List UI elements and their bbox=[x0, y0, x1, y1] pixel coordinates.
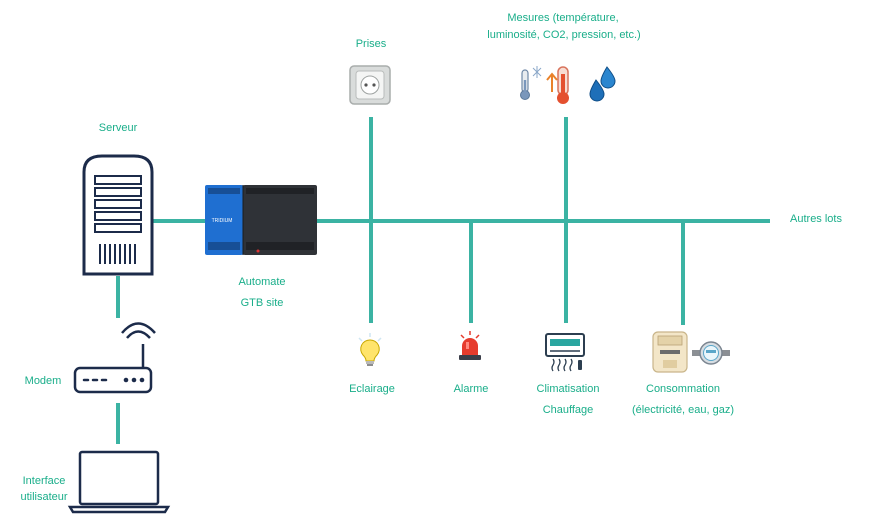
autres-lots-label: Autres lots bbox=[790, 213, 842, 225]
thermometer-icon bbox=[520, 66, 542, 100]
eclairage-label: Eclairage bbox=[349, 383, 395, 395]
modem-label: Modem bbox=[24, 375, 62, 387]
water-meter-icon bbox=[692, 341, 730, 365]
climatisation-label: Climatisation bbox=[536, 383, 600, 395]
automate-label: Automate bbox=[238, 276, 286, 288]
controller-brand-text: TRIDIUM bbox=[212, 218, 233, 224]
controller-icon: TRIDIUM bbox=[205, 185, 317, 255]
server-icon bbox=[82, 154, 154, 276]
electric-meter-icon bbox=[652, 331, 688, 373]
interface-label-line2: utilisateur bbox=[20, 491, 68, 503]
interface-label-line1: Interface bbox=[22, 475, 66, 487]
mesures-label-line2: luminosité, CO2, pression, etc.) bbox=[487, 29, 641, 41]
chauffage-label: Chauffage bbox=[542, 404, 594, 416]
alarme-label: Alarme bbox=[453, 383, 489, 395]
alarm-light-icon bbox=[459, 331, 481, 360]
water-drops-icon bbox=[589, 66, 616, 102]
consommation-detail-label: (électricité, eau, gaz) bbox=[631, 404, 735, 416]
mesures-label-line1: Mesures (température, bbox=[507, 12, 619, 24]
laptop-icon bbox=[67, 450, 171, 514]
prises-label: Prises bbox=[355, 38, 387, 50]
outlet-icon bbox=[349, 65, 391, 105]
gtb-site-label: GTB site bbox=[240, 297, 284, 309]
temperature-icon bbox=[546, 66, 569, 104]
light-bulb-icon bbox=[358, 333, 382, 366]
consommation-label: Consommation bbox=[646, 383, 720, 395]
air-conditioner-icon bbox=[545, 333, 585, 372]
serveur-label: Serveur bbox=[98, 122, 138, 134]
router-icon bbox=[73, 322, 156, 394]
